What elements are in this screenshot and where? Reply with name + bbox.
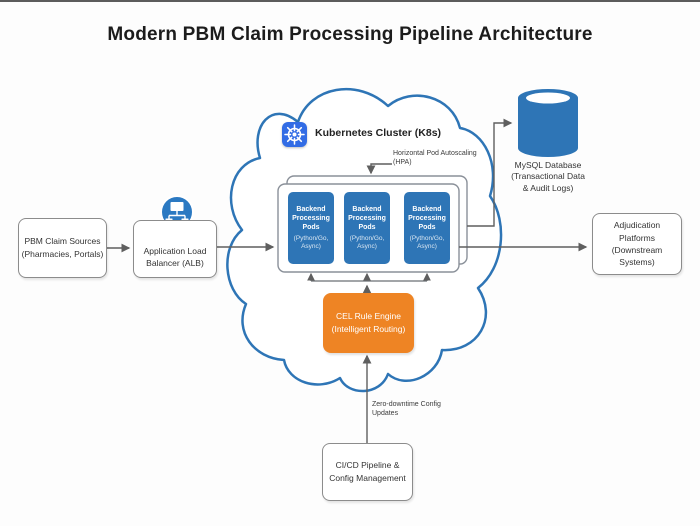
- mysql-line2: (Transactional Data: [511, 171, 585, 182]
- mysql-database-label: MySQL Database (Transactional Data & Aud…: [496, 160, 600, 194]
- pbm-claim-sources-node: PBM Claim Sources (Pharmacies, Portals): [18, 218, 107, 278]
- pod-title: Backend Processing Pods: [348, 206, 386, 232]
- arrow-hpa-pointer: [366, 163, 392, 175]
- adjudication-line2: Platforms: [619, 232, 655, 243]
- pod-subtitle: (Python/Go, Async): [293, 234, 329, 250]
- top-border: [0, 0, 700, 2]
- hpa-note-line1: Horizontal Pod: [393, 150, 439, 157]
- pod-title: Backend Processing Pods: [292, 206, 330, 232]
- claims-line1: PBM Claim Sources: [24, 236, 101, 247]
- cicd-line2: Config Management: [329, 473, 406, 483]
- backend-pod-1: Backend Processing Pods (Python/Go, Asyn…: [288, 192, 334, 264]
- hpa-note: Horizontal Pod Autoscaling (HPA): [393, 149, 483, 168]
- database-cylinder-icon: [518, 89, 578, 157]
- pod-title: Backend Processing Pods: [408, 206, 446, 232]
- alb-line2: Balancer (ALB): [146, 258, 204, 269]
- claims-line2: (Pharmacies, Portals): [21, 249, 104, 259]
- mysql-line3: & Audit Logs): [522, 182, 574, 193]
- pod-subtitle: (Python/Go, Async): [409, 234, 445, 250]
- cicd-pipeline-node: CI/CD Pipeline & Config Management: [322, 443, 413, 501]
- hpa-note-line2: Autoscaling (HPA): [393, 150, 477, 167]
- adjudication-line1: Adjudication: [613, 220, 661, 231]
- page-title: Modern PBM Claim Processing Pipeline Arc…: [107, 24, 593, 45]
- cel-line2: (Intelligent Routing): [331, 324, 406, 334]
- cicd-line1: CI/CD Pipeline &: [335, 460, 400, 471]
- pod-subtitle: (Python/Go, Async): [349, 234, 385, 250]
- config-note-line1: Zero-downtime: [372, 401, 419, 408]
- config-updates-note: Zero-downtime Config Updates: [372, 400, 442, 419]
- alb-line1: Application Load: [143, 245, 207, 256]
- kubernetes-cluster-label: Kubernetes Cluster (K8s): [315, 127, 442, 139]
- adjudication-line3: (Downstream Systems): [611, 245, 663, 268]
- cel-line1: CEL Rule Engine: [336, 311, 401, 322]
- backend-pod-2: Backend Processing Pods (Python/Go, Asyn…: [344, 192, 390, 264]
- kubernetes-helm-icon: [282, 122, 307, 147]
- mysql-line1: MySQL Database: [514, 160, 582, 170]
- adjudication-platforms-node: Adjudication Platforms (Downstream Syste…: [592, 213, 682, 275]
- backend-pod-3: Backend Processing Pods (Python/Go, Asyn…: [404, 192, 450, 264]
- arrow-pods-to-mysql: [467, 118, 513, 227]
- alb-node: Application Load Balancer (ALB): [133, 220, 217, 278]
- config-note-line2: Config Updates: [372, 401, 441, 418]
- cel-rule-engine-node: CEL Rule Engine (Intelligent Routing): [323, 293, 414, 353]
